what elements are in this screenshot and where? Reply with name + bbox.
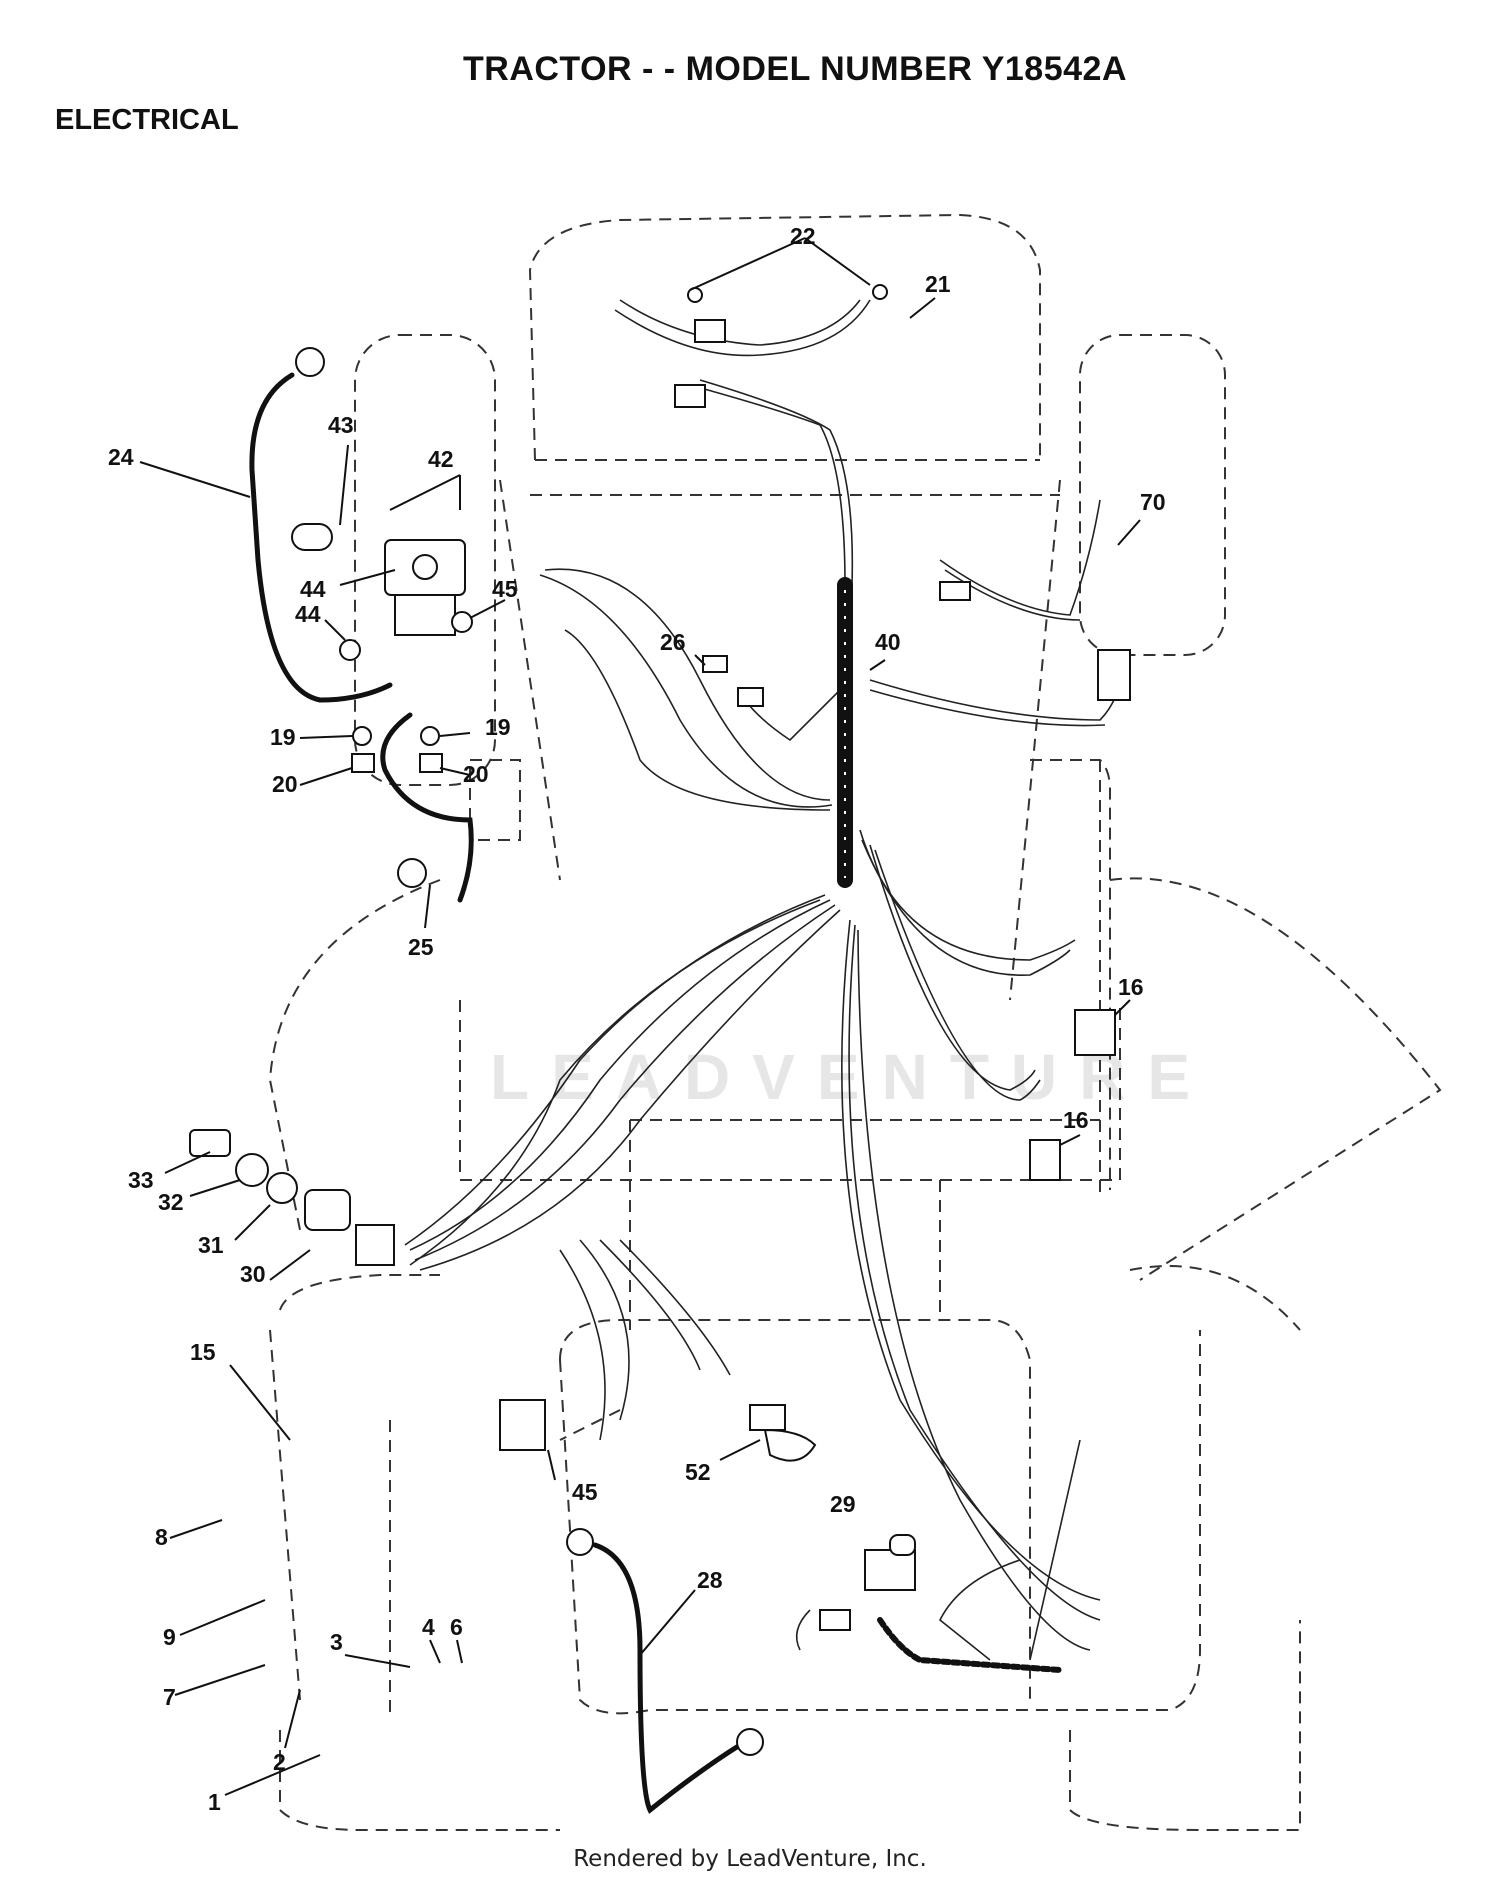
callout-70: 70 <box>1140 489 1166 515</box>
components <box>189 284 1131 1631</box>
section-label: ELECTRICAL <box>55 104 239 136</box>
callout-52: 52 <box>685 1459 711 1485</box>
callout-32: 32 <box>158 1189 184 1215</box>
callout-45: 45 <box>572 1479 598 1505</box>
callout-19-left: 19 <box>270 724 296 750</box>
callout-1: 1 <box>208 1789 221 1815</box>
callout-20-right: 20 <box>463 761 489 787</box>
callout-16-upper: 16 <box>1118 974 1144 1000</box>
callout-numbers: 22 21 24 43 42 70 44 44 45 26 40 19 19 2… <box>108 223 1166 1815</box>
callout-22: 22 <box>790 223 816 249</box>
leader-lines <box>139 237 1141 1796</box>
wire-harness <box>404 299 1126 1661</box>
diagram-title: TRACTOR - - MODEL NUMBER Y18542A <box>463 50 1127 88</box>
callout-30: 30 <box>240 1261 266 1287</box>
callout-44-left: 44 <box>295 601 321 627</box>
callout-3: 3 <box>330 1629 343 1655</box>
callout-28: 28 <box>697 1567 723 1593</box>
footer-credit: Rendered by LeadVenture, Inc. <box>573 1846 927 1872</box>
tractor-outline <box>268 213 1442 1831</box>
callout-25: 25 <box>408 934 434 960</box>
callout-26: 26 <box>660 629 686 655</box>
callout-24: 24 <box>108 444 134 470</box>
battery-cables <box>249 347 1063 1814</box>
callout-40: 40 <box>875 629 901 655</box>
callout-15: 15 <box>190 1339 216 1365</box>
callout-42: 43 <box>328 412 354 438</box>
callout-29: 29 <box>830 1491 856 1517</box>
callout-7: 7 <box>163 1684 176 1710</box>
callout-4: 4 <box>422 1614 435 1640</box>
callout-33: 33 <box>128 1167 154 1193</box>
callout-21: 21 <box>925 271 951 297</box>
callout-19-right: 19 <box>485 714 511 740</box>
callout-31: 31 <box>198 1232 224 1258</box>
callout-8: 8 <box>155 1524 168 1550</box>
callout-9: 9 <box>163 1624 176 1650</box>
callout-41: 42 <box>428 446 454 472</box>
callout-44-right: 45 <box>492 576 518 602</box>
callout-20-left: 20 <box>272 771 298 797</box>
callout-43: 44 <box>300 576 326 602</box>
callout-6: 6 <box>450 1614 463 1640</box>
callout-16-lower: 16 <box>1063 1107 1089 1133</box>
callout-2: 2 <box>273 1749 286 1775</box>
watermark-text: LEADVENTURE <box>490 1041 1213 1113</box>
